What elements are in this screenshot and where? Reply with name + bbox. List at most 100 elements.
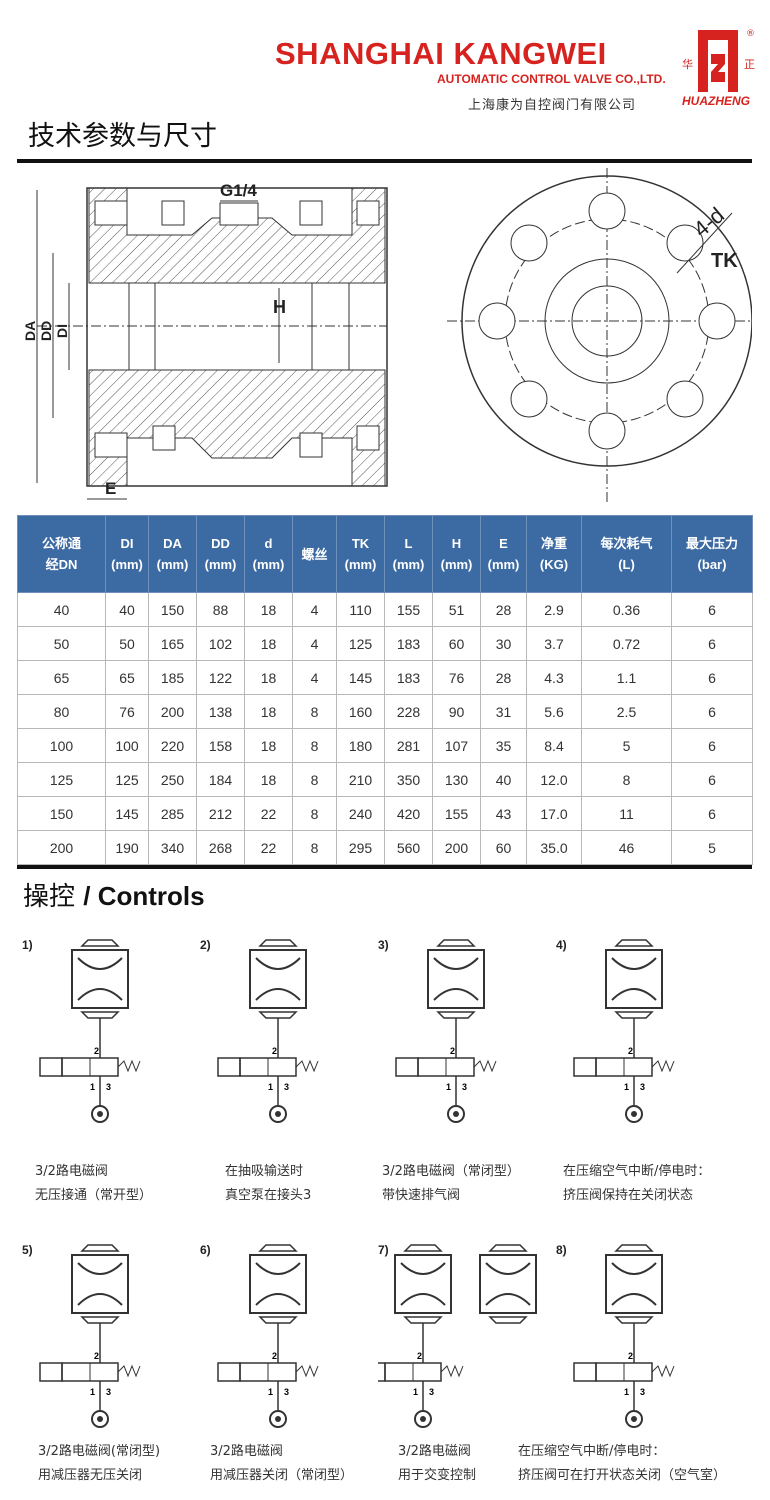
- table-cell: 6: [671, 694, 753, 729]
- di-label: DI: [54, 324, 70, 338]
- table-cell: 2.5: [581, 694, 672, 729]
- logo-registered-mark: ®: [746, 29, 755, 39]
- column-header-text: TK: [351, 536, 370, 551]
- table-cell: 155: [432, 796, 481, 831]
- control-caption-line: 用减压器无压关闭: [38, 1468, 143, 1483]
- column-header: H(mm): [432, 515, 481, 593]
- company-name-en: SHANGHAI KANGWEI: [275, 36, 607, 71]
- column-header: E(mm): [480, 515, 527, 593]
- da-label: DA: [22, 321, 38, 341]
- table-cell: 285: [148, 796, 197, 831]
- column-header-text: (mm): [204, 557, 237, 572]
- port-label-1: 1: [90, 1387, 95, 1397]
- table-cell: 12.0: [526, 762, 582, 797]
- controls-title-en: / Controls: [83, 881, 205, 911]
- column-header-text: E: [499, 536, 508, 551]
- control-caption-line: 3/2路电磁阀: [35, 1164, 108, 1179]
- table-cell: 30: [480, 626, 527, 661]
- column-header-text: (KG): [539, 557, 569, 572]
- pneumatic-schematic: 2 1 3: [573, 939, 675, 1123]
- port-label-2: 2: [272, 1351, 277, 1361]
- table-cell: 3.7: [526, 626, 582, 661]
- table-cell: 350: [384, 762, 433, 797]
- control-caption-line: 真空泵在接头3: [225, 1188, 312, 1203]
- table-cell: 130: [432, 762, 481, 797]
- table-cell: 4: [292, 660, 337, 695]
- control-number: 4): [556, 938, 567, 952]
- column-header-text: L: [404, 536, 413, 551]
- port-label-2: 2: [628, 1351, 633, 1361]
- port-label-1: 1: [413, 1387, 418, 1397]
- table-cell: 8.4: [526, 728, 582, 763]
- table-cell: 190: [105, 830, 149, 865]
- table-cell: 125: [105, 762, 149, 797]
- port-label-3: 3: [284, 1082, 289, 1092]
- table-cell: 295: [336, 830, 385, 865]
- port-label-3: 3: [640, 1082, 645, 1092]
- table-cell: 240: [336, 796, 385, 831]
- port-label-3: 3: [106, 1387, 111, 1397]
- table-cell: 420: [384, 796, 433, 831]
- table-cell: 340: [148, 830, 197, 865]
- table-cell: 8: [292, 762, 337, 797]
- column-header: DI(mm): [105, 515, 149, 593]
- port-label-2: 2: [272, 1046, 277, 1056]
- table-cell: 560: [384, 830, 433, 865]
- table-cell: 185: [148, 660, 197, 695]
- table-cell: 100: [105, 728, 149, 763]
- port-label-1: 1: [624, 1387, 629, 1397]
- e-label: E: [105, 479, 116, 498]
- header: SHANGHAI KANGWEI AUTOMATIC CONTROL VALVE…: [0, 0, 770, 115]
- port-label-1: 1: [624, 1082, 629, 1092]
- table-cell: 40: [105, 592, 149, 627]
- pneumatic-schematic: 2 1 3: [217, 939, 319, 1123]
- column-header-text: 经DN: [45, 557, 78, 572]
- control-caption-line: 挤压阀可在打开状态关闭（空气室）: [518, 1468, 727, 1483]
- control-caption-line: 3/2路电磁阀（常闭型）: [382, 1164, 520, 1179]
- table-cell: 110: [336, 592, 385, 627]
- table-cell: 125: [17, 762, 106, 797]
- table-cell: 65: [17, 660, 106, 695]
- column-header-text: DD: [211, 536, 230, 551]
- column-header: 净重(KG): [526, 515, 582, 593]
- table-cell: 8: [292, 830, 337, 865]
- control-caption: 3/2路电磁阀用于交变控制: [398, 1440, 476, 1488]
- table-cell: 6: [671, 796, 753, 831]
- table-cell: 145: [105, 796, 149, 831]
- control-caption: 3/2路电磁阀(常闭型) 用减压器无压关闭: [38, 1440, 160, 1488]
- company-subtitle: AUTOMATIC CONTROL VALVE CO.,LTD.: [437, 72, 666, 86]
- port-label-3: 3: [106, 1082, 111, 1092]
- column-header-text: (bar): [697, 557, 727, 572]
- port-label-2: 2: [628, 1046, 633, 1056]
- port-label-3: 3: [284, 1387, 289, 1397]
- table-cell: 18: [244, 694, 293, 729]
- table-cell: 184: [196, 762, 245, 797]
- table-cell: 6: [671, 660, 753, 695]
- table-cell: 210: [336, 762, 385, 797]
- tech-section-title: 技术参数与尺寸: [28, 121, 217, 152]
- control-caption: 在抽吸输送时真空泵在接头3: [225, 1160, 311, 1208]
- table-cell: 8: [292, 728, 337, 763]
- table-cell: 43: [480, 796, 527, 831]
- column-header: TK(mm): [336, 515, 385, 593]
- table-cell: 6: [671, 728, 753, 763]
- port-label-1: 1: [268, 1082, 273, 1092]
- column-header-text: DI: [120, 536, 134, 551]
- table-cell: 8: [292, 796, 337, 831]
- table-cell: 76: [432, 660, 481, 695]
- control-caption-line: 3/2路电磁阀: [398, 1444, 471, 1459]
- table-cell: 5: [671, 830, 753, 865]
- port-label-2: 2: [450, 1046, 455, 1056]
- port-label-2: 2: [94, 1351, 99, 1361]
- control-caption: 3/2路电磁阀（常闭型）带快速排气阀: [382, 1160, 520, 1208]
- control-caption-line: 3/2路电磁阀(常闭型): [38, 1444, 161, 1459]
- control-number: 5): [22, 1243, 33, 1257]
